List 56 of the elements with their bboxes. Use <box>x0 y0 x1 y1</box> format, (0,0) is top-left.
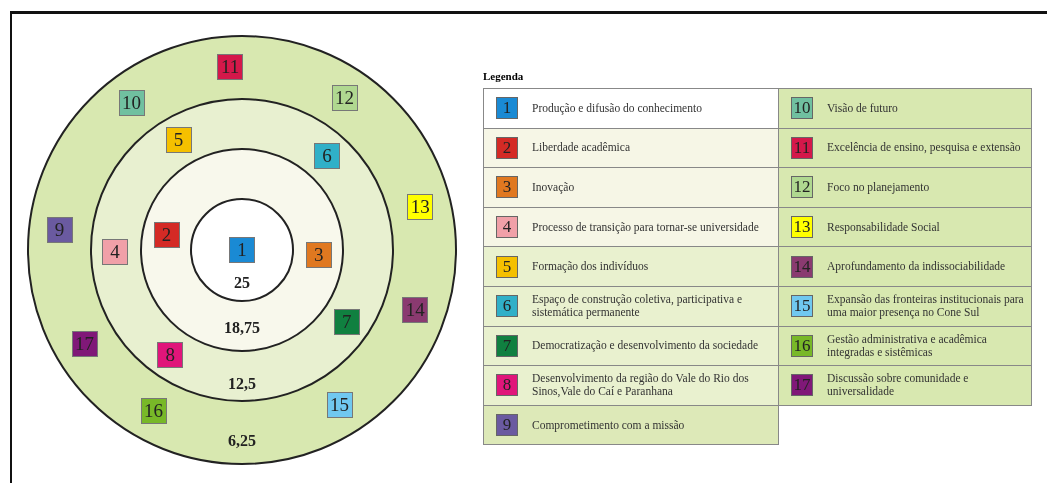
number-tag: 1 <box>229 237 255 263</box>
ring-value: 12,5 <box>228 375 256 393</box>
legend-text: Espaço de construção coletiva, participativa e sistemática permanente <box>532 293 744 320</box>
legend-text: Inovação <box>532 181 575 194</box>
number-tag: 7 <box>333 308 360 335</box>
legend-swatch: 17 <box>791 374 813 397</box>
legend-swatch: 10 <box>791 97 813 120</box>
legend-text: Discussão sobre comunidade e universalidade <box>827 372 970 399</box>
legend-text: Desenvolvimento da região do Vale do Rio dos Sinos,Vale do Caí e Paranhana <box>532 372 750 399</box>
legend-text: Visão de futuro <box>827 101 898 115</box>
legend-swatch: 1 <box>496 97 518 120</box>
number-tag: 6 <box>313 142 340 169</box>
number-tag: 16 <box>140 397 167 424</box>
legend-swatch: 2 <box>496 136 518 159</box>
legend-swatch: 6 <box>496 295 518 318</box>
legend-text: Excelência de ensino, pesquisa e extensão <box>827 141 1021 155</box>
legend-swatch: 11 <box>791 136 813 159</box>
legend-swatch: 7 <box>496 334 518 357</box>
number-tag: 17 <box>71 331 98 358</box>
ring-value: 25 <box>234 274 250 292</box>
number-tag: 15 <box>326 392 353 419</box>
legend-swatch: 14 <box>791 255 813 278</box>
legend-text: Liberdade acadêmica <box>532 141 630 155</box>
legend-text: Formação dos indivíduos <box>532 260 649 274</box>
number-tag: 14 <box>402 297 429 324</box>
legend-swatch: 4 <box>496 216 518 239</box>
legend-swatch: 15 <box>791 295 813 318</box>
legend-swatch: 13 <box>791 216 813 239</box>
number-tag: 4 <box>102 239 128 266</box>
legend-text: Comprometimento com a missão <box>532 418 685 432</box>
legend-text: Aprofundamento da indissociabilidade <box>827 260 1006 274</box>
legend-swatch: 3 <box>496 176 518 199</box>
number-tag: 9 <box>46 216 73 243</box>
number-tag: 13 <box>407 193 434 220</box>
legend-text: Foco no planejamento <box>827 181 930 194</box>
number-tag: 10 <box>118 90 145 117</box>
number-tag: 8 <box>157 341 184 368</box>
number-tag: 2 <box>153 221 180 248</box>
legend-text: Processo de transição para tornar-se universidade <box>532 220 759 234</box>
number-tag: 11 <box>217 53 244 80</box>
legend-swatch: 5 <box>496 255 518 278</box>
number-tag: 5 <box>165 127 192 153</box>
legend-swatch: 9 <box>496 414 518 437</box>
number-tag: 12 <box>331 84 358 111</box>
legend-text: Produção e difusão do conhecimento <box>532 101 702 115</box>
ring-value: 6,25 <box>228 432 256 450</box>
legend-text: Expansão das fronteiras institucionais para uma maior presença no Cone Sul <box>827 293 1025 320</box>
legend-heading: Legenda <box>483 70 524 82</box>
legend-swatch: 12 <box>791 176 813 199</box>
ring-value: 18,75 <box>224 319 260 337</box>
legend-text: Gestão administrativa e acadêmica integradas e sistêmicas <box>827 332 988 359</box>
legend-swatch: 16 <box>791 334 813 357</box>
legend-text: Democratização e desenvolvimento da sociedade <box>532 339 759 353</box>
legend-text: Responsabilidade Social <box>827 220 940 234</box>
legend-swatch: 8 <box>496 374 518 397</box>
number-tag: 3 <box>305 241 332 268</box>
